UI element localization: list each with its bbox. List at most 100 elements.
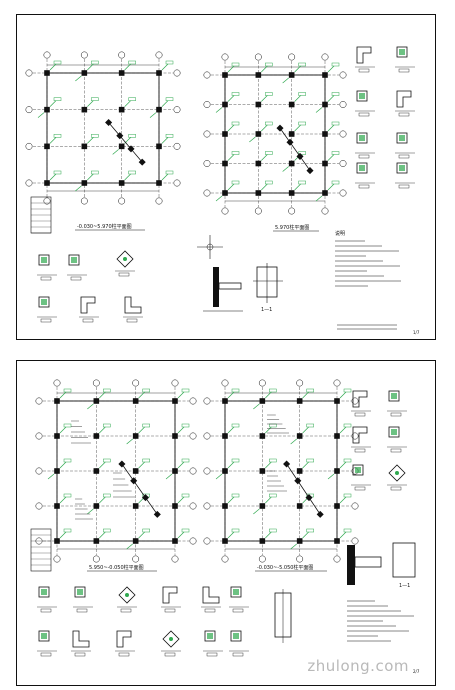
column-detail bbox=[355, 132, 375, 159]
column-tag bbox=[128, 97, 136, 101]
column-tag bbox=[269, 423, 277, 428]
column-tag bbox=[63, 528, 72, 533]
column-tag bbox=[91, 134, 99, 138]
axis-bubble bbox=[132, 379, 140, 387]
column-tag bbox=[306, 528, 314, 533]
column bbox=[93, 398, 100, 404]
column-tag bbox=[331, 62, 340, 67]
drawing-sheet-top: -0.030~5.970柱平面图 5.970柱平面图 说明 1—1 bbox=[16, 14, 436, 340]
column-tag bbox=[74, 652, 86, 657]
svg-text:1—1: 1—1 bbox=[399, 583, 410, 589]
column-tag bbox=[398, 112, 410, 117]
column bbox=[334, 503, 340, 509]
column bbox=[255, 72, 262, 78]
column bbox=[172, 503, 178, 509]
plan-title-left: 5.950~-0.050柱平面图 bbox=[87, 564, 157, 572]
column-tag bbox=[63, 423, 72, 428]
axis-bubble bbox=[339, 101, 347, 108]
column-detail bbox=[161, 586, 181, 613]
column bbox=[132, 398, 139, 404]
axis-bubble bbox=[333, 555, 341, 563]
column bbox=[172, 538, 178, 544]
column-detail bbox=[387, 426, 407, 453]
column-tag bbox=[63, 458, 72, 463]
axis-bubble bbox=[43, 197, 51, 205]
axis-bubble bbox=[203, 101, 211, 108]
axis-bubble bbox=[351, 432, 359, 440]
column bbox=[222, 101, 228, 108]
column-tag bbox=[354, 412, 366, 417]
section-1-1: 1—1 bbox=[253, 263, 283, 313]
column-tag bbox=[120, 608, 132, 613]
column bbox=[44, 70, 50, 76]
axis-bubble bbox=[296, 555, 304, 563]
column-details bbox=[30, 46, 415, 323]
column-detail bbox=[351, 464, 371, 491]
column-detail bbox=[351, 390, 371, 417]
column-tag bbox=[118, 272, 130, 277]
axis-bubble bbox=[258, 379, 266, 387]
column-tag bbox=[269, 458, 277, 463]
column bbox=[81, 143, 88, 150]
column-detail bbox=[203, 630, 223, 657]
column-tag bbox=[165, 170, 174, 175]
axis-bubble bbox=[288, 53, 296, 61]
plan-title-left: -0.030~5.970柱平面图 bbox=[75, 223, 145, 231]
column-tag bbox=[63, 493, 72, 498]
column bbox=[322, 190, 328, 196]
column bbox=[276, 124, 284, 132]
column-detail bbox=[37, 630, 57, 657]
column-tag bbox=[358, 112, 370, 117]
column bbox=[81, 70, 88, 76]
axis-bubble bbox=[351, 502, 359, 510]
column-tag bbox=[354, 486, 366, 491]
svg-text:1—1: 1—1 bbox=[261, 307, 272, 313]
axis-bubble bbox=[321, 207, 329, 215]
column-tag bbox=[118, 652, 130, 657]
column-tag bbox=[70, 276, 82, 281]
column bbox=[296, 503, 303, 509]
axis-bubble bbox=[35, 467, 43, 475]
axis-bubble bbox=[53, 555, 61, 563]
column bbox=[296, 538, 303, 544]
column-detail bbox=[387, 390, 407, 417]
column bbox=[255, 101, 262, 108]
column-tag bbox=[53, 60, 62, 65]
column-tag bbox=[165, 134, 174, 138]
column-tag bbox=[181, 493, 190, 498]
column-tag bbox=[298, 180, 306, 185]
column bbox=[118, 106, 125, 113]
column-tag bbox=[181, 388, 190, 393]
column-tag bbox=[231, 62, 240, 67]
column bbox=[222, 433, 228, 439]
axis-bubble bbox=[189, 537, 197, 545]
title-block: 1/7 bbox=[337, 324, 420, 335]
column bbox=[132, 433, 139, 439]
column-tag bbox=[354, 448, 366, 453]
axis-bubble bbox=[35, 502, 43, 510]
svg-text:-0.030~-5.050柱平面图: -0.030~-5.050柱平面图 bbox=[257, 564, 313, 571]
column bbox=[172, 433, 178, 439]
column bbox=[296, 468, 303, 474]
column-tag bbox=[298, 151, 306, 155]
axis-bubble bbox=[351, 397, 359, 405]
column-tag bbox=[265, 151, 273, 155]
column-tag bbox=[53, 97, 62, 101]
svg-text:2/7: 2/7 bbox=[413, 669, 420, 674]
axis-bubble bbox=[339, 189, 347, 197]
column-tag bbox=[231, 121, 240, 126]
column-tag bbox=[103, 458, 111, 463]
column-detail bbox=[355, 46, 375, 73]
column-detail bbox=[395, 162, 415, 189]
column-tag bbox=[390, 448, 402, 453]
axis-bubble bbox=[155, 197, 163, 205]
axis-bubble bbox=[203, 397, 211, 405]
column bbox=[222, 190, 228, 196]
column bbox=[334, 433, 340, 439]
column-tag bbox=[231, 151, 240, 155]
axis-bubble bbox=[173, 142, 181, 150]
column bbox=[255, 131, 262, 137]
column-detail bbox=[355, 162, 375, 189]
column bbox=[259, 468, 266, 474]
column bbox=[288, 101, 295, 108]
